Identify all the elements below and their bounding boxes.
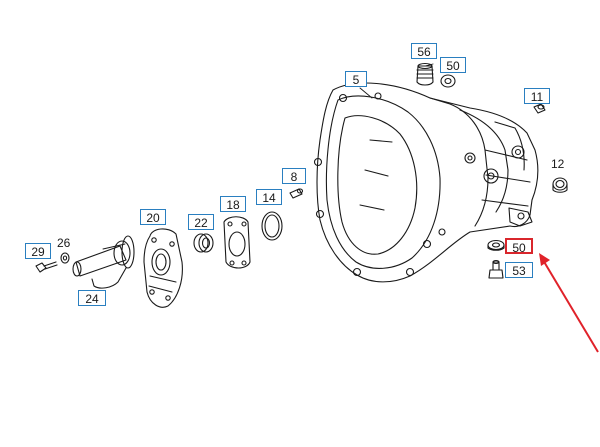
callout-50-top[interactable]: 50	[440, 57, 466, 73]
callout-14[interactable]: 14	[256, 189, 282, 205]
guide-sleeve-part-24	[72, 235, 135, 289]
callout-56[interactable]: 56	[411, 43, 437, 59]
callout-50-highlighted[interactable]: 50	[505, 238, 533, 255]
leader-lines	[102, 63, 434, 250]
radial-seal-part-22	[193, 233, 214, 253]
callout-53[interactable]: 53	[505, 262, 533, 278]
transmission-housing-part	[313, 82, 539, 283]
cover-plate-part-20	[143, 228, 183, 308]
callout-8[interactable]: 8	[282, 168, 306, 184]
callout-29[interactable]: 29	[25, 243, 51, 259]
callout-18[interactable]: 18	[220, 196, 246, 212]
seal-ring-part-50-bottom	[487, 239, 505, 251]
callout-5[interactable]: 5	[345, 71, 367, 87]
gasket-ring-part-14	[261, 211, 283, 241]
label-12: 12	[551, 157, 565, 171]
pin-part-11	[533, 103, 546, 114]
gasket-plate-part-18	[223, 216, 251, 269]
callout-20[interactable]: 20	[140, 209, 166, 225]
callout-11[interactable]: 11	[524, 88, 550, 104]
screw-plug-part-53	[488, 259, 504, 279]
highlight-arrow	[539, 253, 599, 353]
bush-part-12	[552, 177, 568, 193]
label-26: 26	[57, 236, 71, 250]
callout-22[interactable]: 22	[188, 214, 214, 230]
seal-ring-part-50-top	[440, 74, 456, 88]
washer-part-26	[60, 252, 70, 264]
plug-part-56	[416, 62, 434, 86]
dowel-part-8	[289, 188, 304, 199]
bolt-part-29	[35, 261, 58, 273]
callout-24[interactable]: 24	[78, 290, 106, 306]
